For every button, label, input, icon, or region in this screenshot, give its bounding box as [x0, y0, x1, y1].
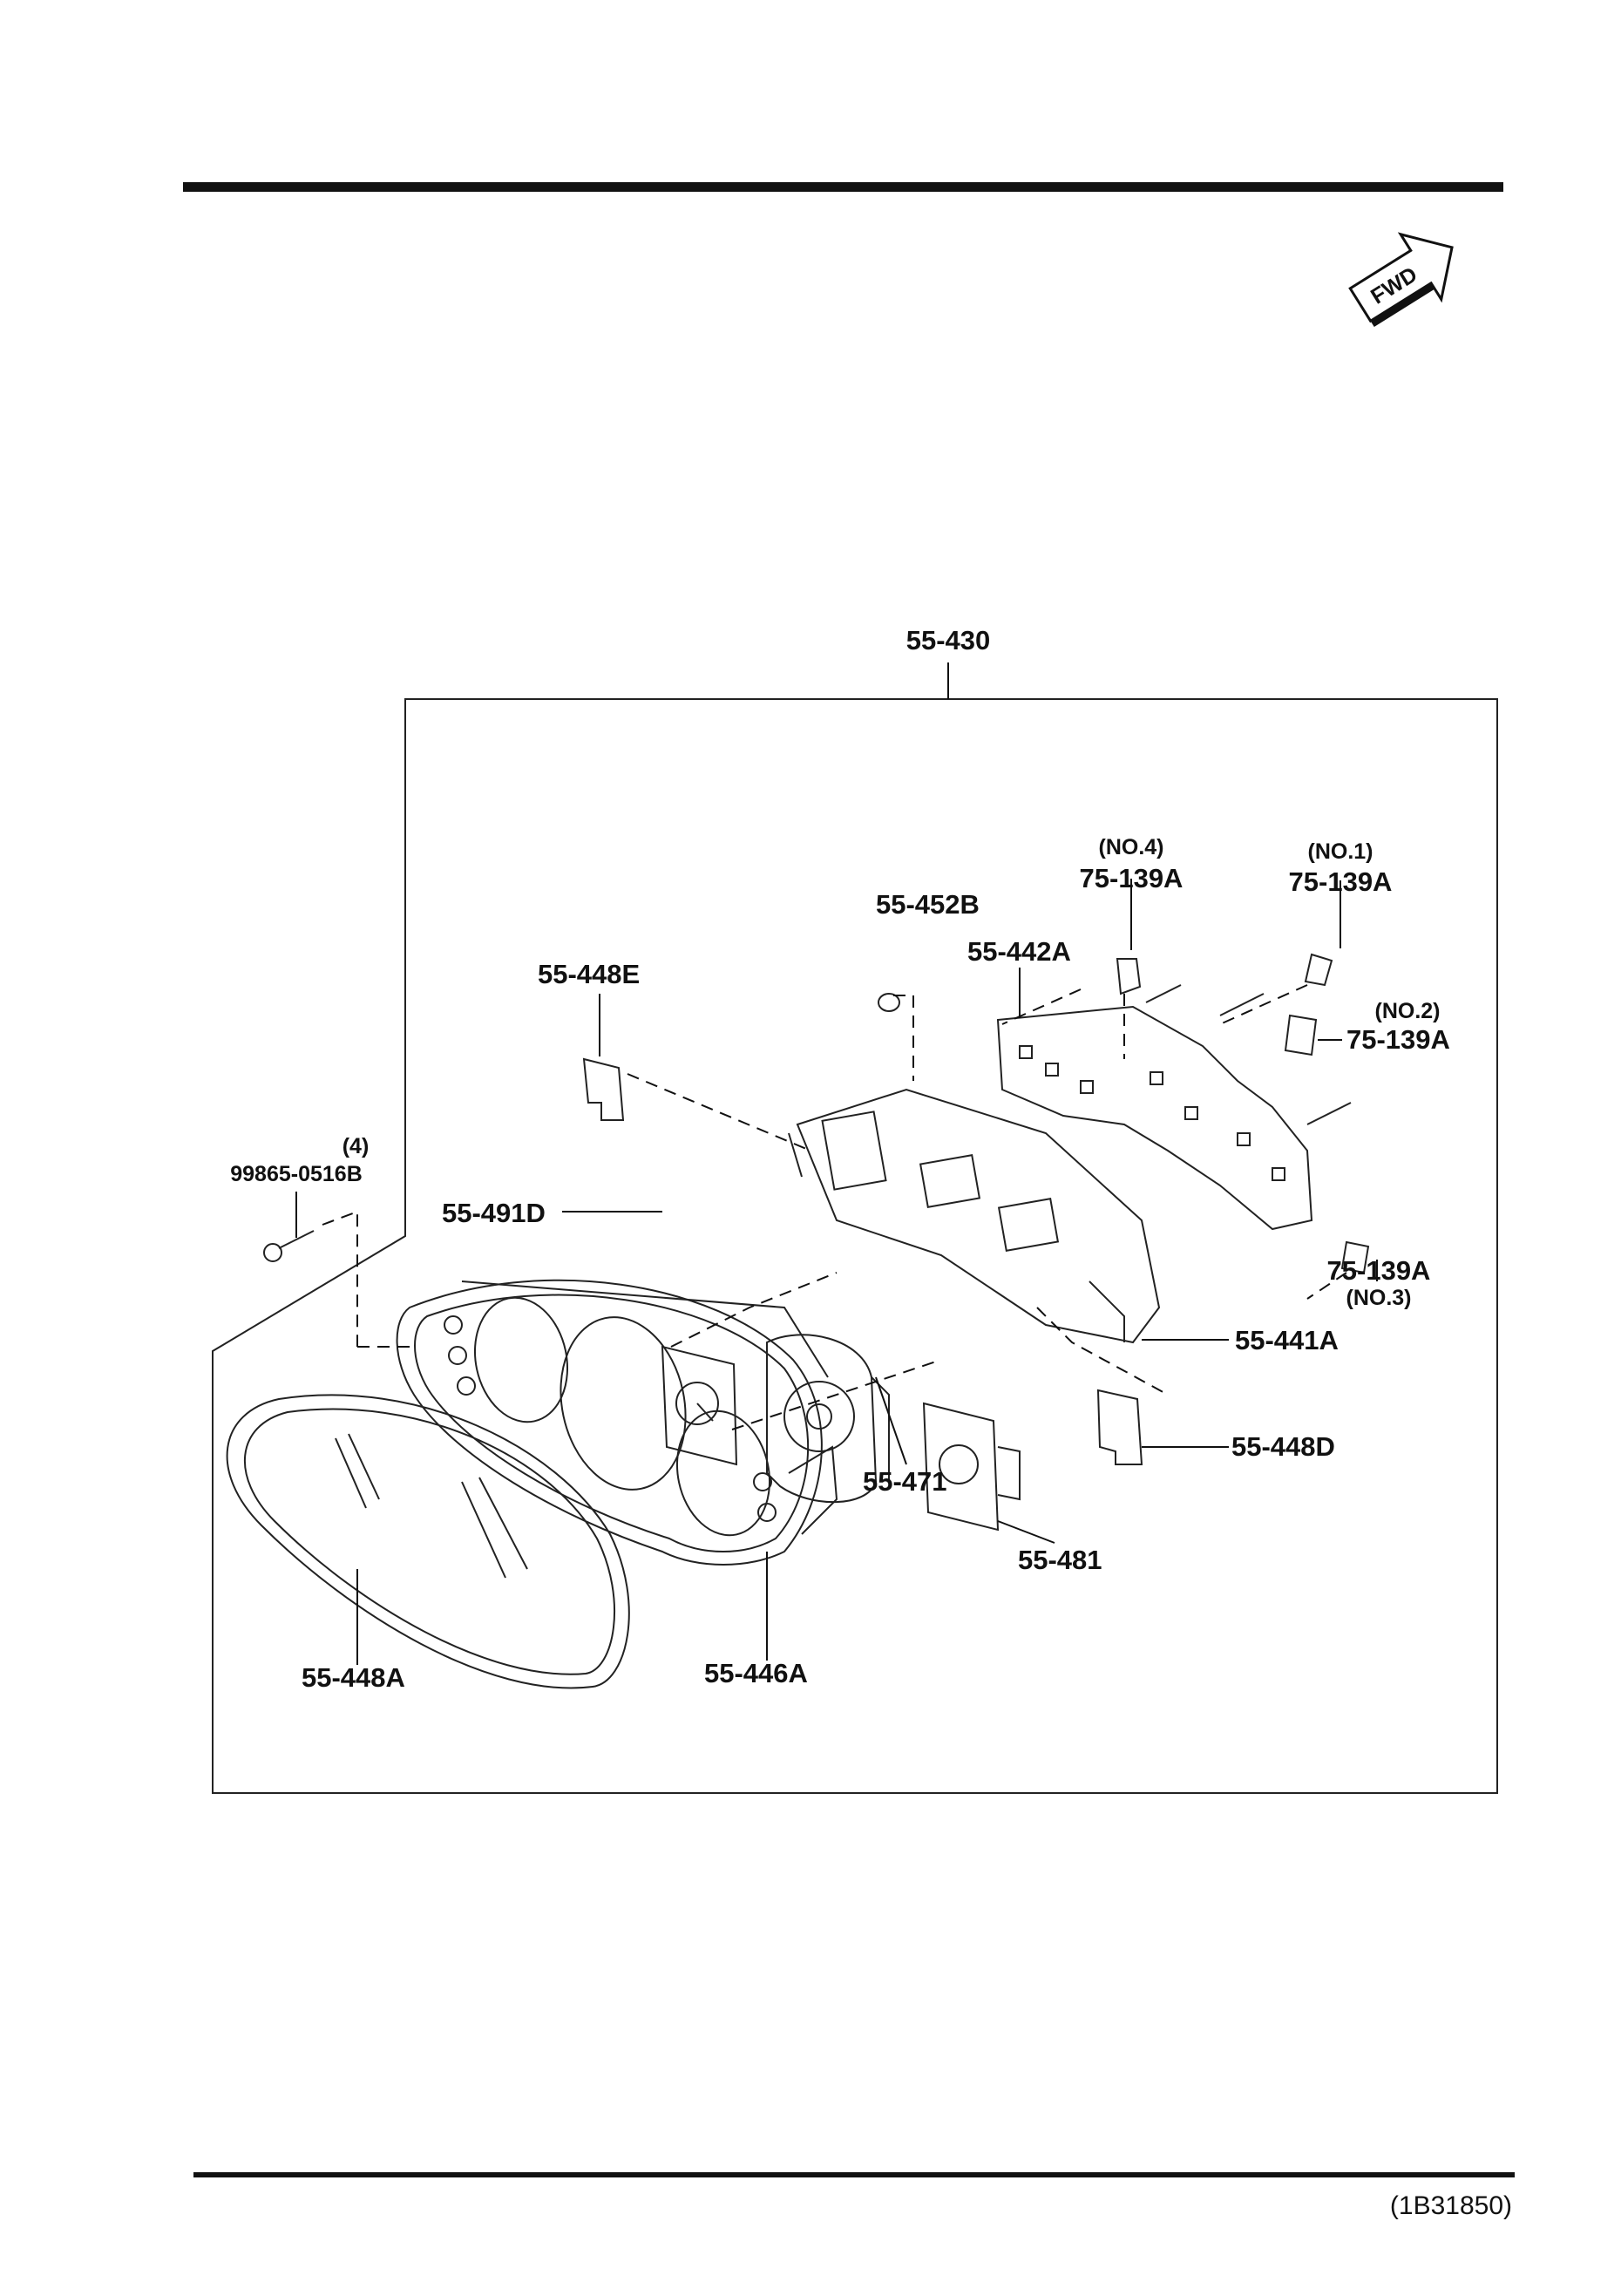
- meter-housing: [396, 1279, 838, 1566]
- label-55-448E: 55-448E: [538, 959, 640, 989]
- label-55-448A: 55-448A: [302, 1662, 405, 1693]
- screw-3: [1306, 1102, 1352, 1125]
- screw-2: [1219, 993, 1265, 1016]
- tachometer-unit: [922, 1402, 1021, 1532]
- screw-1: [1145, 984, 1182, 1003]
- printed-circuit-board: [996, 1005, 1313, 1231]
- label-no4-tag: (NO.4): [1099, 835, 1164, 859]
- label-55-446A: 55-446A: [704, 1658, 808, 1688]
- seal-e: [582, 1057, 625, 1121]
- label-55-448D: 55-448D: [1231, 1431, 1335, 1462]
- lens-cover: [226, 1394, 630, 1689]
- knob: [878, 993, 900, 1012]
- label-no1-tag: (NO.1): [1308, 839, 1373, 864]
- label-75-139A-no2: 75-139A: [1346, 1024, 1450, 1055]
- label-screw-code: 99865-0516B: [230, 1162, 363, 1186]
- fuel-gauge: [661, 1345, 738, 1466]
- label-55-491D: 55-491D: [442, 1198, 546, 1228]
- top-rule: [183, 182, 1503, 192]
- bulb-no1: [1304, 953, 1333, 987]
- assembly-label: 55-430: [906, 625, 991, 656]
- label-55-452B: 55-452B: [876, 889, 980, 920]
- label-55-471: 55-471: [863, 1466, 947, 1497]
- bulb-no4: [1116, 958, 1142, 995]
- label-75-139A-no4: 75-139A: [1080, 863, 1184, 893]
- document-code: (1B31850): [1390, 2191, 1512, 2220]
- label-55-481: 55-481: [1018, 1545, 1102, 1575]
- label-no3-tag: (NO.3): [1346, 1286, 1412, 1310]
- label-screw-qty: (4): [343, 1134, 370, 1158]
- label-75-139A-no1: 75-139A: [1289, 866, 1393, 897]
- meter-case: [788, 1088, 1161, 1344]
- assembly-bracket: [212, 698, 1498, 1794]
- fwd-arrow-icon: FWD: [1348, 232, 1454, 327]
- label-55-442A: 55-442A: [967, 936, 1071, 967]
- label-no2-tag: (NO.2): [1375, 999, 1441, 1023]
- label-75-139A-no3: 75-139A: [1327, 1255, 1431, 1286]
- label-55-441A: 55-441A: [1235, 1325, 1339, 1355]
- bulb-no2: [1284, 1014, 1318, 1056]
- screw-99865: [263, 1230, 315, 1262]
- bulb-no3: [1340, 1240, 1370, 1274]
- seal-d: [1096, 1389, 1143, 1465]
- bottom-rule: [193, 2172, 1515, 2177]
